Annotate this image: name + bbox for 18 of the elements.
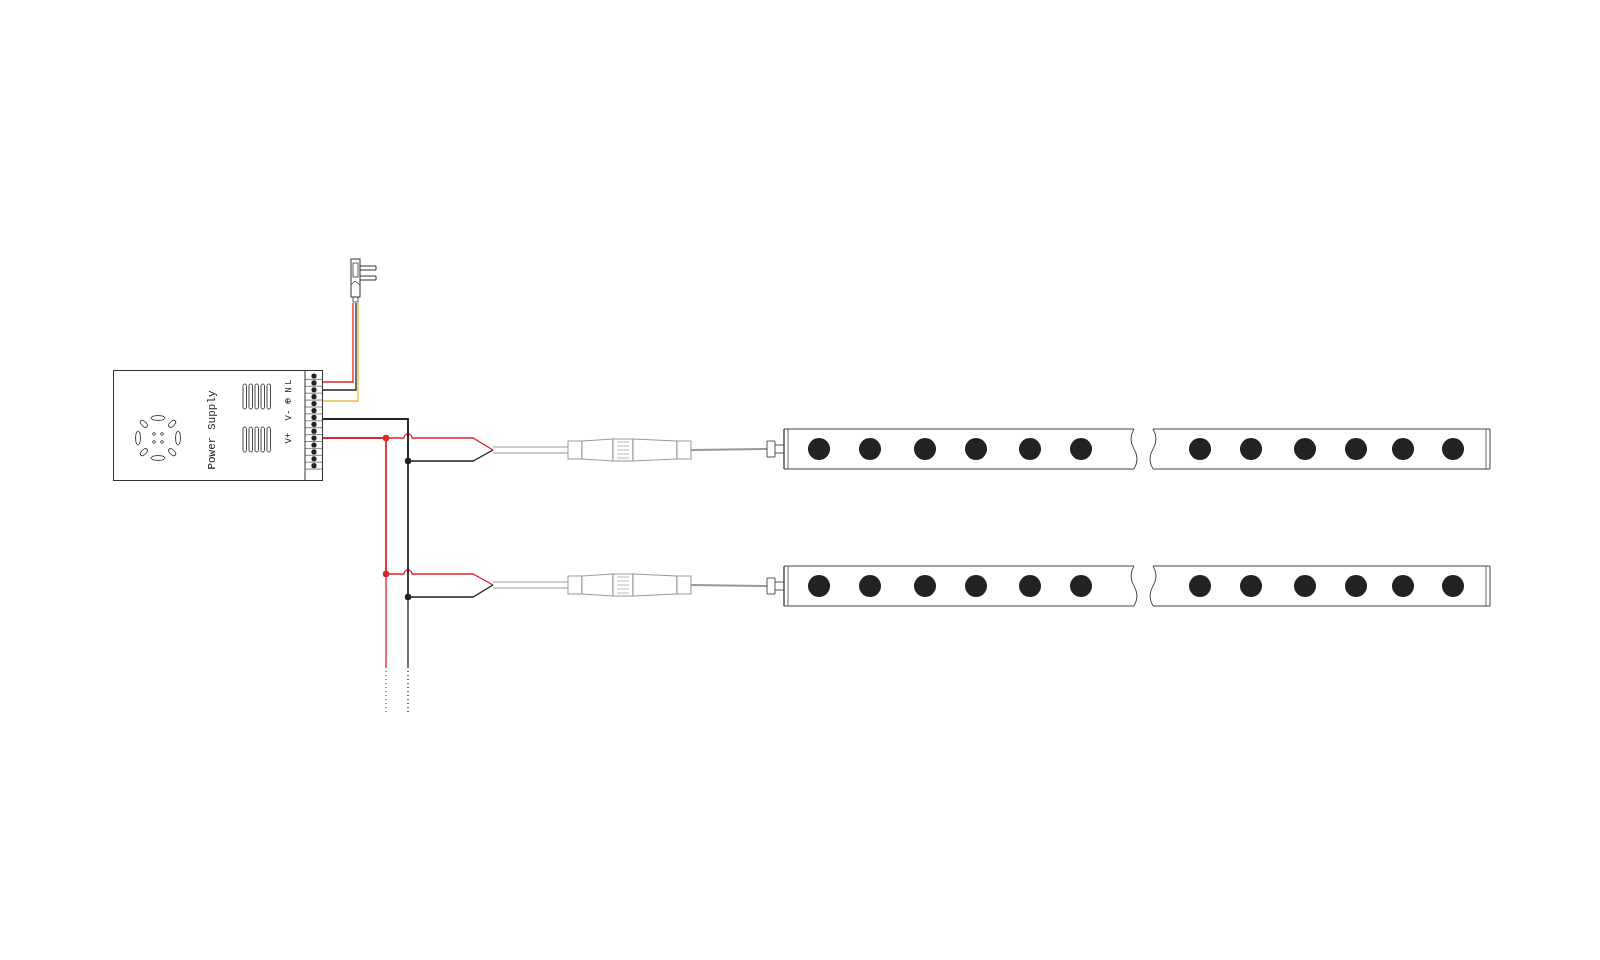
wire xyxy=(322,437,387,715)
terminal-label: N xyxy=(284,387,294,393)
led-strip-drawing xyxy=(767,429,1490,469)
terminal-label: L xyxy=(284,379,294,385)
wire xyxy=(322,418,409,715)
wire xyxy=(322,302,354,383)
terminal-label: V- xyxy=(284,409,294,421)
plug-drawing xyxy=(350,257,380,303)
led-strip-drawing xyxy=(767,566,1490,606)
device-label: Power Supply xyxy=(206,390,218,470)
wire xyxy=(690,448,768,451)
wire xyxy=(690,584,768,587)
wire xyxy=(322,302,359,402)
cable-connector-drawing xyxy=(493,440,691,460)
terminal-label: ⊕ xyxy=(284,398,294,404)
cable-connector-drawing xyxy=(493,575,691,595)
terminal-label: V+ xyxy=(284,432,294,444)
wire xyxy=(322,302,357,391)
